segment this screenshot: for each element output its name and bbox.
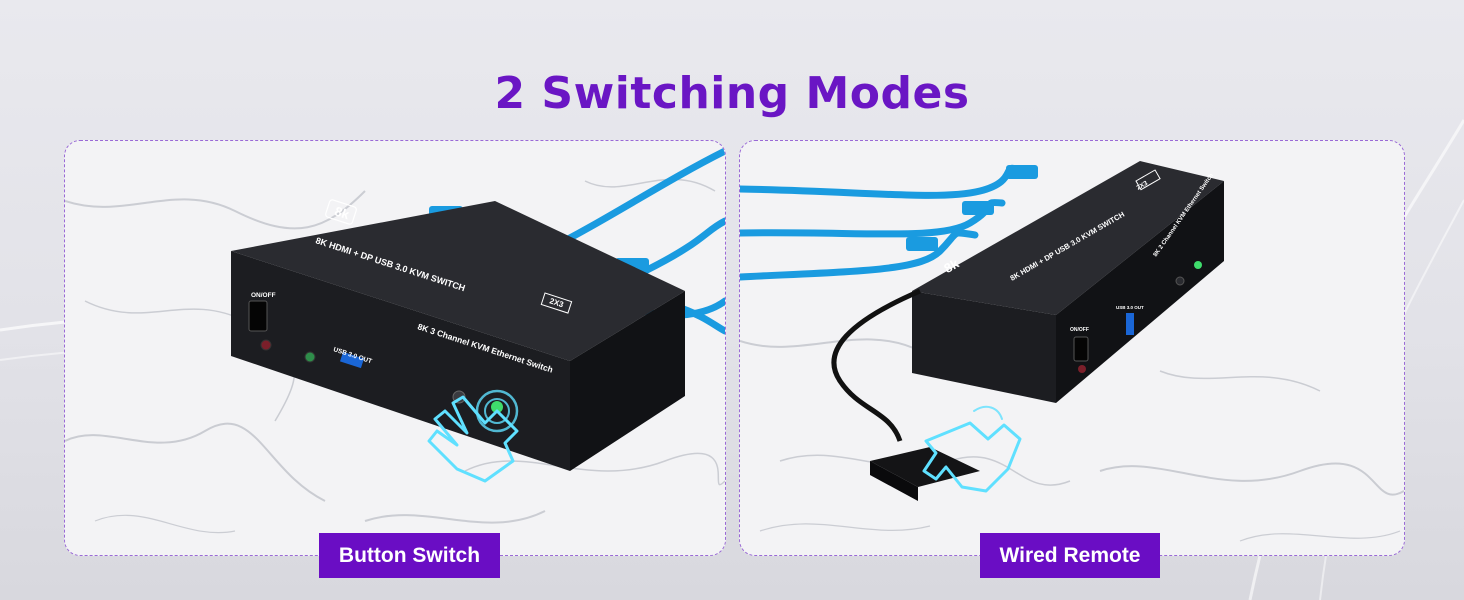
usb-port-icon [1126,313,1134,335]
button-switch-illustration: 8k 8K HDMI + DP USB 3.0 KVM SWITCH 2X3 8… [65,147,725,534]
power-switch-icon [248,300,268,332]
kvm-switch-device: 8k 8K HDMI + DP USB 3.0 KVM SWITCH 2X3 8… [231,199,685,471]
power-switch-icon [1073,336,1089,362]
remote-port [1175,276,1185,286]
hand-pointer-icon [427,389,519,483]
power-label: ON/OFF [1070,327,1089,333]
wired-remote-panel: 8k 8K HDMI + DP USB 3.0 KVM SWITCH 2X3 8… [739,140,1405,556]
wired-remote-button[interactable] [870,447,980,501]
hand-pointer-icon [922,405,1022,493]
wired-remote-label: Wired Remote [980,533,1160,578]
button-switch-label: Button Switch [319,533,500,578]
page-title: 2 Switching Modes [494,68,970,119]
usb-port-icon [339,351,365,369]
device-logo: 8k [333,203,352,222]
power-label: ON/OFF [251,292,276,299]
device-badge: 2X3 [548,296,565,309]
wired-remote-illustration: 8k 8K HDMI + DP USB 3.0 KVM SWITCH 2X3 8… [740,161,1404,542]
cable-connectors [906,165,1038,251]
audio-icon [304,351,316,363]
remote-cable [831,288,921,442]
power-indicator-icon [1078,365,1086,373]
status-led-icon [491,401,503,413]
usb-label: USB 3.0 OUT [1116,305,1144,310]
kvm-switch-device: 8k 8K HDMI + DP USB 3.0 KVM SWITCH 2X3 8… [912,161,1224,403]
button-switch-panel: 8k 8K HDMI + DP USB 3.0 KVM SWITCH 2X3 8… [64,140,726,556]
power-indicator-icon [260,339,272,351]
status-led-icon [1194,261,1202,269]
